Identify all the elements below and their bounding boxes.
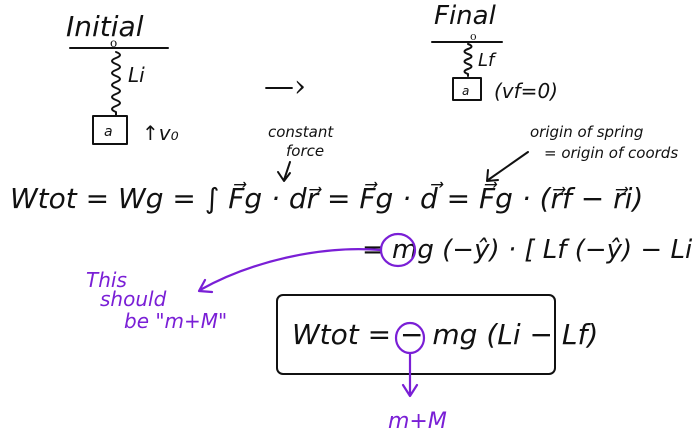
final-origin-mark: o [470,30,477,43]
transition-arrow: —› [264,69,306,104]
origin-note-line2: = origin of coords [544,144,678,162]
final-length-label: Lf [478,50,497,71]
initial-spring [111,51,121,117]
origin-note-line1: origin of spring [530,123,643,141]
initial-mass-box [92,115,128,145]
constant-force-pointer [277,161,291,182]
final-title: Final [434,1,497,31]
constant-force-note-line2: force [286,142,324,160]
initial-length-label: Li [128,63,145,87]
constant-force-note-line1: constant [268,123,334,141]
result-box [276,294,556,375]
annotation-arrow-left [197,248,383,294]
boxed-equation: Wtot = − mg (Li − Lf) [292,318,598,351]
final-mass-box [452,77,482,101]
initial-origin-mark: o [110,36,117,50]
initial-title: Initial [66,10,144,43]
left-note-line3: be "m+M" [124,309,227,333]
final-velocity-label: (vf=0) [494,79,558,103]
initial-velocity-label: ↑v₀ [142,121,179,145]
final-mass-label: a [462,84,469,98]
left-note-line1: This [86,268,127,292]
origin-note-pointer [486,151,529,182]
bottom-note: m+M [388,409,447,434]
annotation-arrow-down [401,352,419,398]
equation-line-1: Wtot = Wg = ∫ F⃗g · dr⃗ = F⃗g · d⃗ = F⃗g… [10,181,643,215]
equation-line-2: = mg (−ŷ) · [ Lf (−ŷ) − Li (−ŷ) ] [362,235,699,265]
left-note-line2: should [100,287,167,311]
initial-mass-label: a [104,124,113,140]
final-spring [463,43,473,77]
